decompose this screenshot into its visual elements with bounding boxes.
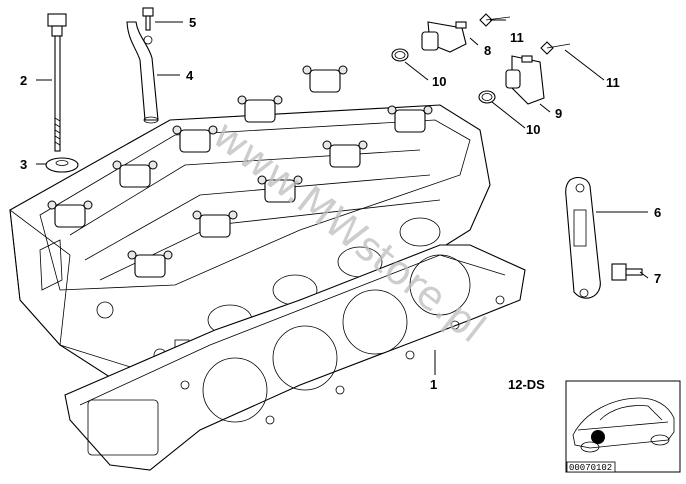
head-bolt <box>47 13 67 152</box>
callout-leaders <box>36 19 649 375</box>
car-locator-thumbnail: 00070102 <box>565 380 681 473</box>
location-marker <box>591 430 605 444</box>
callout-7: 7 <box>654 271 661 286</box>
car-outline <box>572 397 675 453</box>
callout-10-lower: 10 <box>526 122 540 137</box>
camshaft-sensor-lower <box>505 55 545 105</box>
cylinder-head <box>9 65 491 396</box>
small-screw <box>142 7 154 45</box>
callout-3: 3 <box>20 157 27 172</box>
callout-5: 5 <box>189 15 196 30</box>
head-gasket <box>64 244 526 471</box>
o-rings <box>391 48 496 104</box>
lifting-bracket <box>565 177 601 299</box>
sensor-bolts <box>479 13 571 55</box>
engine-code: 12-DS <box>508 377 545 392</box>
oil-pipe <box>126 21 159 124</box>
reference-number: 00070102 <box>569 463 612 473</box>
callout-10-upper: 10 <box>432 74 446 89</box>
callout-4: 4 <box>186 68 194 83</box>
callout-6: 6 <box>654 205 661 220</box>
bearing-caps <box>47 65 433 278</box>
callout-1: 1 <box>430 377 437 392</box>
camshaft-sensor-upper <box>421 21 467 53</box>
callout-2: 2 <box>20 73 27 88</box>
callout-8: 8 <box>484 43 491 58</box>
washer <box>45 157 79 173</box>
bracket-bolt <box>611 263 643 281</box>
callout-labels: 1 2 3 4 5 6 7 8 9 10 10 11 11 <box>20 15 661 392</box>
callout-11-upper: 11 <box>510 30 524 45</box>
callout-9: 9 <box>555 106 562 121</box>
callout-11-lower: 11 <box>606 75 620 90</box>
